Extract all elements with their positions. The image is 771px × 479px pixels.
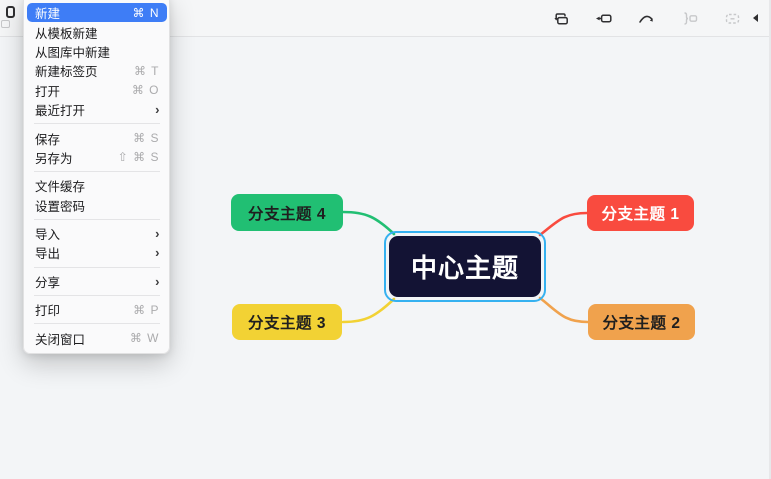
partial-toolbar-icon [1, 20, 10, 28]
menu-item-shortcut: ⌘ T [134, 63, 160, 78]
menu-item-print[interactable]: 打印 ⌘ P [27, 300, 167, 319]
branch-topic-3[interactable]: 分支主题 3 [232, 304, 342, 340]
branch-topic-2[interactable]: 分支主题 2 [588, 304, 695, 340]
branch-topic-label: 分支主题 2 [602, 315, 681, 332]
menu-item-shortcut: ⇧ ⌘ S [117, 150, 160, 165]
menu-item-label: 打开 [35, 84, 61, 99]
menu-item-save-as[interactable]: 另存为 ⇧ ⌘ S [27, 148, 167, 167]
menu-item-recent[interactable]: 最近打开 › [27, 100, 167, 119]
connector-branch-1 [538, 211, 589, 237]
menu-item-label: 分享 [35, 275, 61, 290]
menu-item-label: 从图库中新建 [35, 45, 111, 60]
menu-item-label: 文件缓存 [35, 180, 86, 195]
menu-item-label: 导出 [35, 247, 61, 262]
menu-separator [33, 171, 160, 173]
chevron-right-icon: › [155, 102, 160, 118]
menu-item-shortcut: ⌘ S [133, 131, 160, 146]
boundary-icon[interactable] [724, 10, 741, 27]
chevron-right-icon: › [155, 226, 160, 242]
chevron-right-icon: › [155, 273, 160, 289]
menu-item-share[interactable]: 分享 › [27, 272, 167, 291]
menu-item-file-cache[interactable]: 文件缓存 [27, 176, 167, 195]
insert-subtopic-icon[interactable] [552, 10, 569, 27]
menu-item-label: 另存为 [35, 151, 73, 166]
menu-item-label: 保存 [35, 132, 61, 147]
menu-item-save[interactable]: 保存 ⌘ S [27, 128, 167, 147]
branch-topic-1[interactable]: 分支主题 1 [587, 195, 694, 231]
menu-item-label: 打印 [35, 304, 61, 319]
menu-separator [33, 323, 160, 325]
menu-item-new[interactable]: 新建 ⌘ N [26, 3, 167, 23]
menu-item-set-password[interactable]: 设置密码 [27, 196, 167, 215]
file-menu-dropdown: 新建 ⌘ N 从模板新建 从图库中新建 新建标签页 ⌘ T 打开 ⌘ O 最近打… [23, 0, 170, 354]
connector-branch-4 [341, 210, 396, 236]
menu-item-label: 导入 [35, 228, 61, 243]
menu-separator [33, 123, 160, 125]
menu-item-shortcut: ⌘ P [133, 302, 160, 317]
menu-item-shortcut: ⌘ W [129, 331, 160, 346]
branch-topic-label: 分支主题 1 [601, 206, 680, 223]
menu-item-label: 最近打开 [35, 104, 86, 119]
branch-topic-label: 分支主题 4 [248, 205, 326, 223]
menu-item-export[interactable]: 导出 › [27, 243, 167, 262]
partial-toolbar-icon [753, 14, 758, 22]
menu-item-label: 关闭窗口 [35, 332, 86, 347]
menu-item-new-from-gallery[interactable]: 从图库中新建 [27, 42, 167, 61]
menu-separator [33, 266, 160, 268]
menu-separator [33, 295, 160, 297]
central-topic[interactable]: 中心主题 [384, 231, 546, 302]
menu-item-label: 设置密码 [35, 199, 86, 214]
menu-item-label: 新建标签页 [35, 65, 98, 80]
insert-topic-before-icon[interactable] [595, 10, 612, 27]
partial-toolbar-icon [6, 6, 15, 18]
menu-item-open[interactable]: 打开 ⌘ O [27, 81, 167, 100]
menu-item-new-tab[interactable]: 新建标签页 ⌘ T [27, 61, 167, 80]
menu-item-shortcut: ⌘ O [131, 83, 160, 98]
branch-topic-4[interactable]: 分支主题 4 [231, 194, 343, 231]
menu-item-label: 新建 [35, 7, 61, 22]
central-topic-label: 中心主题 [410, 253, 519, 283]
summary-icon[interactable] [681, 10, 698, 27]
menu-separator [33, 218, 160, 220]
chevron-right-icon: › [155, 245, 160, 261]
menu-item-import[interactable]: 导入 › [27, 224, 167, 243]
menu-item-new-from-template[interactable]: 从模板新建 [27, 22, 167, 41]
menu-item-shortcut: ⌘ N [132, 5, 160, 20]
menu-item-label: 从模板新建 [35, 26, 98, 41]
branch-topic-label: 分支主题 3 [248, 315, 326, 332]
connector-branch-2 [538, 296, 590, 324]
window-edge [769, 0, 771, 479]
relationship-icon[interactable] [638, 10, 655, 27]
connector-branch-3 [341, 297, 396, 324]
menu-item-close-window[interactable]: 关闭窗口 ⌘ W [27, 328, 167, 347]
